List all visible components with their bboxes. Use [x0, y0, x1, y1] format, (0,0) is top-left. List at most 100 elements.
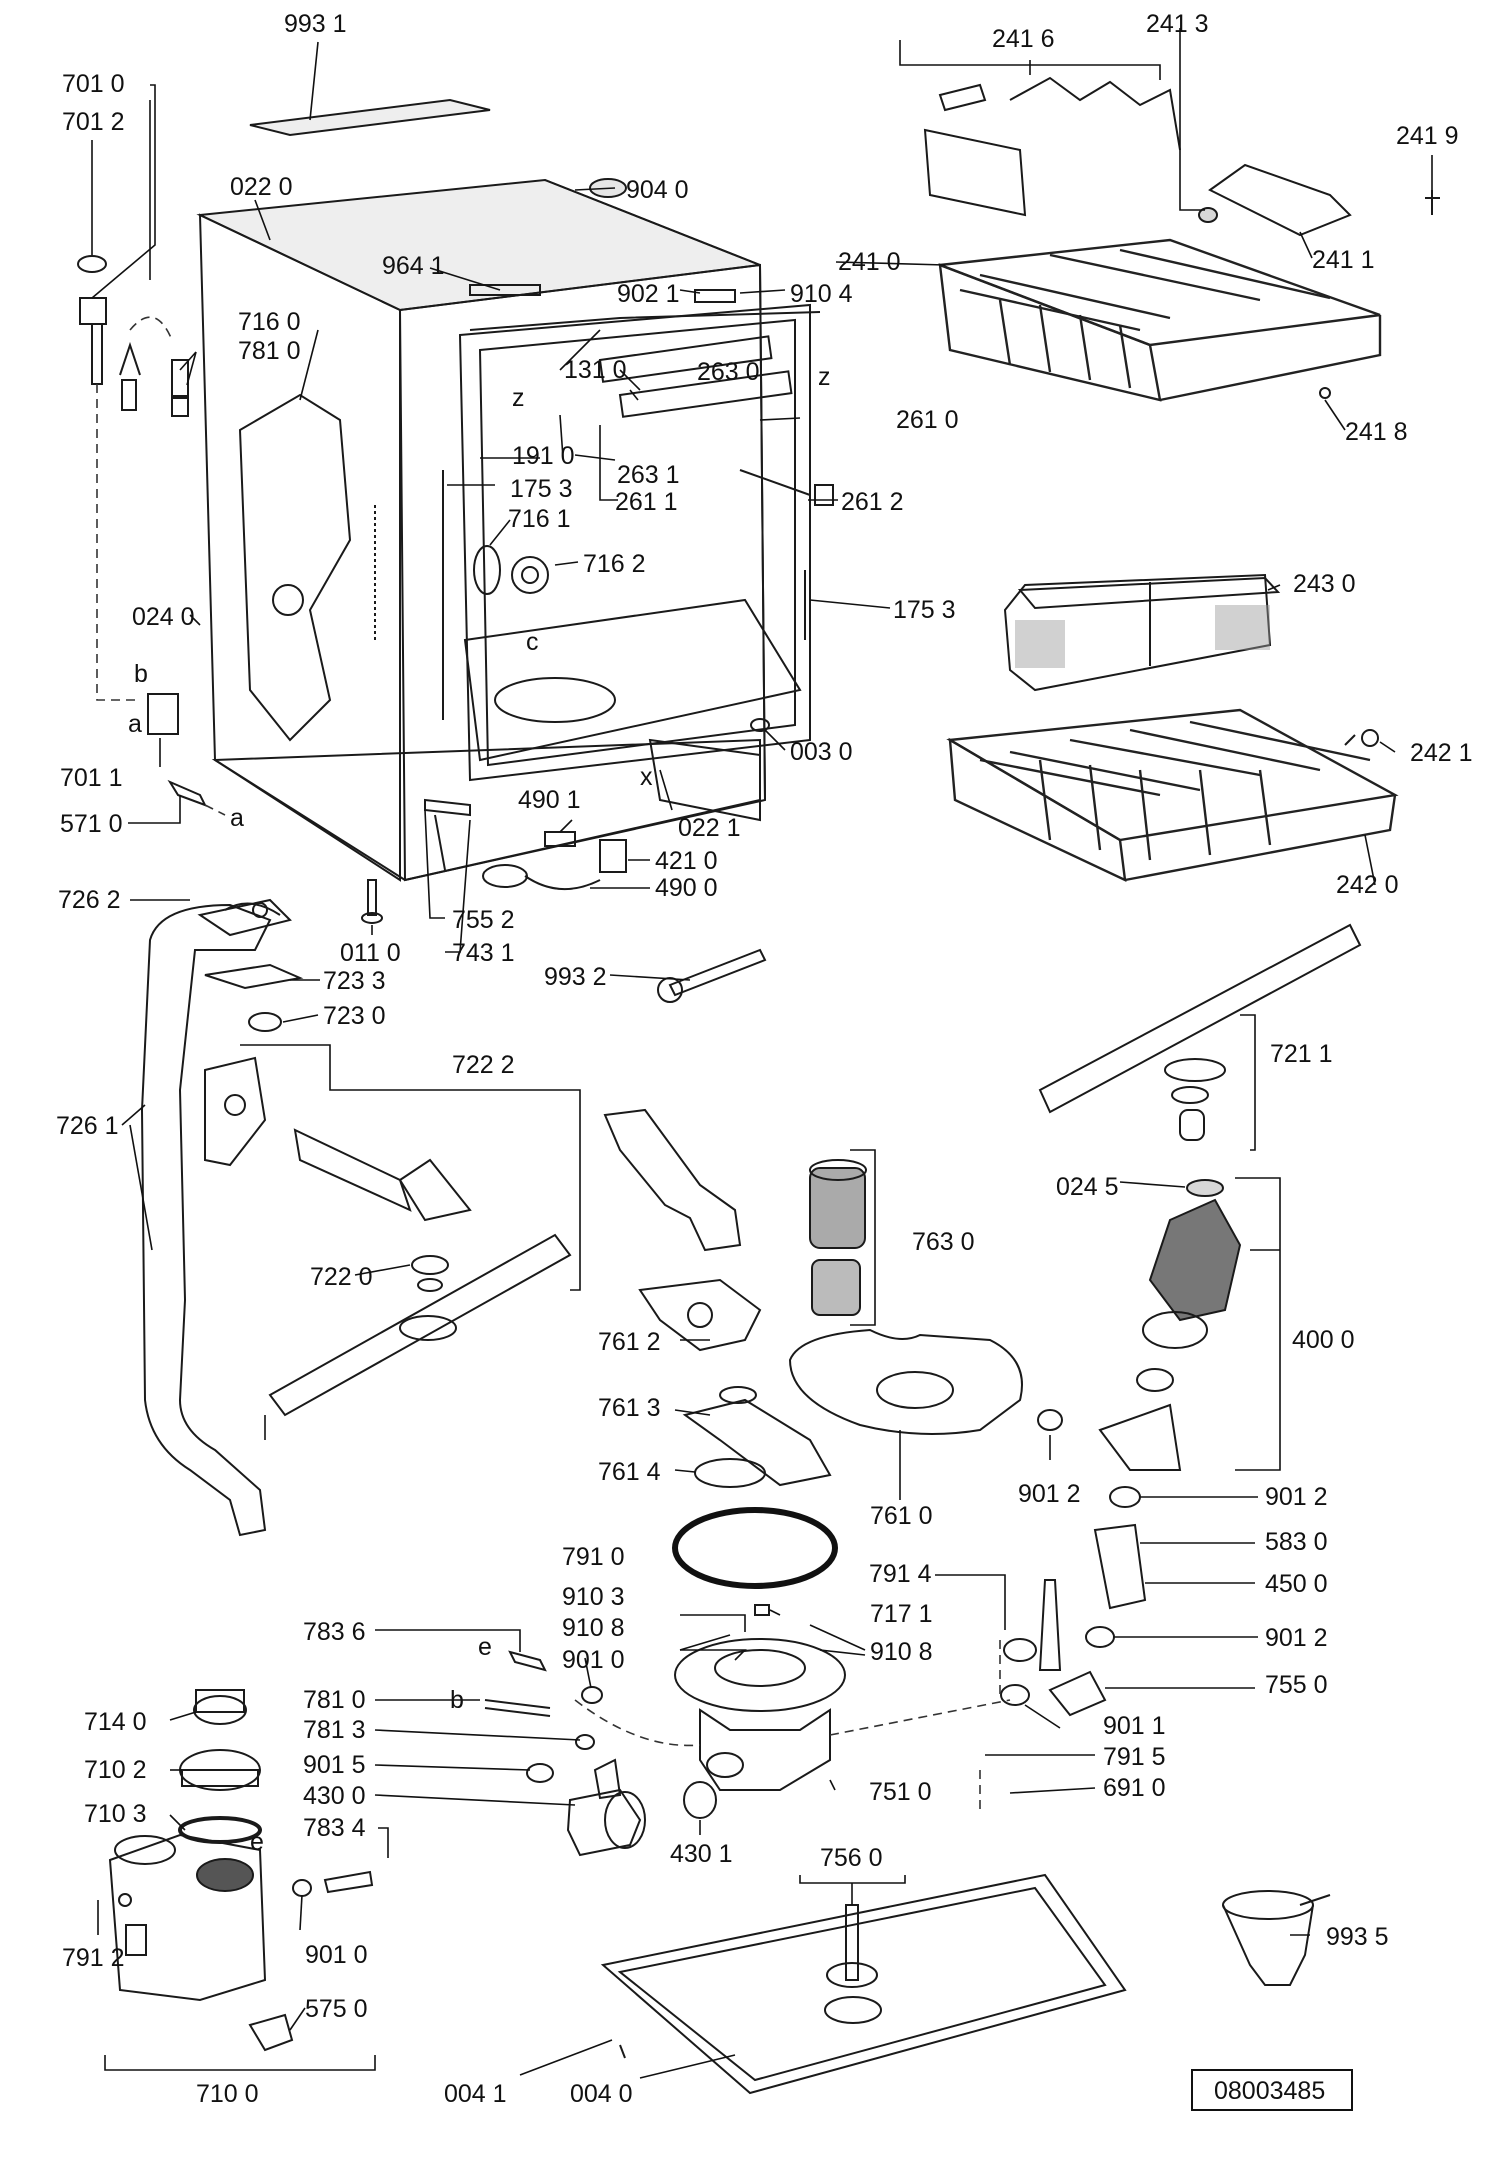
part-label: 004 1	[444, 2080, 507, 2108]
part-label: 781 0	[238, 337, 301, 365]
part-label: 755 2	[452, 906, 515, 934]
part-label: 710 3	[84, 1800, 147, 1828]
part-label: 901 1	[1103, 1712, 1166, 1740]
part-label: 024 0	[132, 603, 195, 631]
part-label: 717 1	[870, 1600, 933, 1628]
part-label: 024 5	[1056, 1173, 1119, 1201]
part-label: 721 1	[1270, 1040, 1333, 1068]
lower-basket	[946, 708, 1399, 883]
part-label: 791 4	[869, 1560, 932, 1588]
part-label: 691 0	[1103, 1774, 1166, 1802]
lower-tub-parts	[361, 798, 767, 1003]
part-label: 430 1	[670, 1840, 733, 1868]
part-label: 726 2	[58, 886, 121, 914]
part-label: 241 8	[1345, 418, 1408, 446]
part-label: 263 0	[697, 358, 760, 386]
marker-x: x	[640, 763, 653, 791]
part-label: 791 5	[1103, 1743, 1166, 1771]
salt-funnel	[1222, 1890, 1331, 1986]
upper-basket	[923, 76, 1440, 402]
tub-cabinet	[196, 178, 834, 882]
part-label: 993 5	[1326, 1923, 1389, 1951]
part-label: 701 0	[62, 70, 125, 98]
drain-hoses	[292, 1650, 646, 1897]
part-label: 993 1	[284, 10, 347, 38]
part-label: 761 2	[598, 1328, 661, 1356]
part-label: 901 2	[1265, 1624, 1328, 1652]
part-label: 910 3	[562, 1583, 625, 1611]
upper-spray-arm	[1038, 923, 1362, 1141]
marker-e: e	[478, 1633, 492, 1661]
part-label: 716 0	[238, 308, 301, 336]
part-label: 263 1	[617, 461, 680, 489]
part-label: 755 0	[1265, 1671, 1328, 1699]
circulation-pump	[1000, 1179, 1242, 1717]
part-label: 241 1	[1312, 246, 1375, 274]
part-label: 450 0	[1265, 1570, 1328, 1598]
marker-z: z	[512, 384, 525, 412]
part-label: 722 0	[310, 1263, 373, 1291]
part-label: 904 0	[626, 176, 689, 204]
part-label: 723 3	[323, 967, 386, 995]
part-label: 714 0	[84, 1708, 147, 1736]
part-label: 022 1	[678, 814, 741, 842]
part-label: 993 2	[544, 963, 607, 991]
part-label: 756 0	[820, 1844, 883, 1872]
marker-z: z	[818, 363, 831, 391]
part-label: 261 2	[841, 488, 904, 516]
part-label: 430 0	[303, 1782, 366, 1810]
part-label: 902 1	[617, 280, 680, 308]
part-label: 901 0	[305, 1941, 368, 1969]
part-label: 241 0	[838, 248, 901, 276]
part-label: 011 0	[340, 939, 401, 967]
part-label: 791 0	[562, 1543, 625, 1571]
part-label: 175 3	[893, 596, 956, 624]
part-label: 761 0	[870, 1502, 933, 1530]
part-label: 710 2	[84, 1756, 147, 1784]
part-label: 583 0	[1265, 1528, 1328, 1556]
part-label: 743 1	[452, 939, 515, 967]
part-label: 901 2	[1265, 1483, 1328, 1511]
part-label: 783 4	[303, 1814, 366, 1842]
part-label: 571 0	[60, 810, 123, 838]
part-label: 261 0	[896, 406, 959, 434]
part-label: 763 0	[912, 1228, 975, 1256]
base-plate	[600, 1873, 1127, 2095]
part-label: 781 0	[303, 1686, 366, 1714]
part-label: 701 1	[60, 764, 123, 792]
part-label: 490 0	[655, 874, 718, 902]
marker-b: b	[450, 1686, 464, 1714]
part-label: 716 2	[583, 550, 646, 578]
part-label: 910 8	[870, 1638, 933, 1666]
part-label: 901 5	[303, 1751, 366, 1779]
water-softener	[108, 1689, 294, 2052]
part-label: 241 6	[992, 25, 1055, 53]
part-label: 761 4	[598, 1458, 661, 1486]
part-label: 191 0	[512, 442, 575, 470]
strip-part-9931	[249, 98, 491, 137]
marker-a: a	[128, 710, 142, 738]
part-label: 783 6	[303, 1618, 366, 1646]
marker-e: e	[250, 1828, 264, 1856]
part-label: 261 1	[615, 488, 678, 516]
part-label: 003 0	[790, 738, 853, 766]
part-label: 490 1	[518, 786, 581, 814]
marker-b: b	[134, 660, 148, 688]
part-label: 241 3	[1146, 10, 1209, 38]
part-label: 004 0	[570, 2080, 633, 2108]
supply-pipe-and-lower-arm	[140, 898, 572, 1537]
part-label: 242 1	[1410, 739, 1473, 767]
sump-assembly	[574, 1108, 1023, 1819]
part-label: 761 3	[598, 1394, 661, 1422]
part-label: 701 2	[62, 108, 125, 136]
part-labels: 993 1 701 0 701 2 022 0 904 0 964 1 902 …	[56, 10, 1473, 2108]
part-label: 575 0	[305, 1995, 368, 2023]
part-label: 241 9	[1396, 122, 1459, 150]
part-label: 400 0	[1292, 1326, 1355, 1354]
part-label: 964 1	[382, 252, 445, 280]
part-label: 175 3	[510, 475, 573, 503]
part-label: 131 0	[564, 356, 627, 384]
part-label: 421 0	[655, 847, 718, 875]
part-label: 751 0	[869, 1778, 932, 1806]
